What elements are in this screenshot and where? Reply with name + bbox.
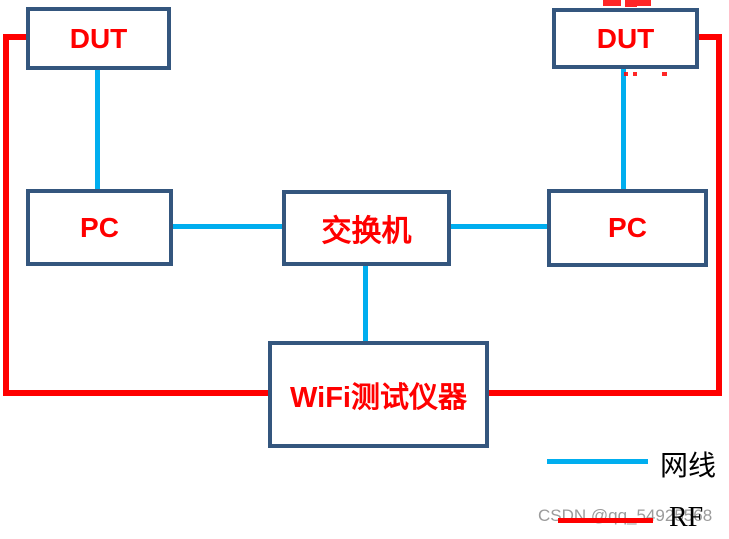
legend-lan-swatch: [547, 459, 648, 464]
node-dut-left-label: DUT: [69, 22, 128, 54]
watermark-fragment: [603, 0, 621, 6]
watermark-fragment: [633, 72, 637, 76]
legend-rf-label: RF线: [669, 502, 704, 533]
node-pc-left: PC: [26, 189, 173, 266]
lan-line-pcleft-switch: [172, 224, 282, 229]
watermark-fragment: [662, 72, 667, 76]
rf-line-left-top: [3, 34, 27, 40]
rf-line-right-top: [699, 34, 722, 40]
node-pc-right: PC: [547, 189, 708, 267]
rf-line-bottom-right: [488, 390, 722, 396]
node-pc-right-label: PC: [608, 212, 647, 243]
node-dut-right: DUT: [552, 8, 699, 69]
rf-line-bottom-left: [3, 390, 269, 396]
node-dut-right-label: DUT: [596, 22, 655, 54]
node-dut-left: DUT: [26, 7, 171, 70]
watermark-fragment: [637, 0, 651, 6]
lan-line-switch-wifitester: [363, 265, 368, 342]
lan-line-dutright-pcright: [621, 69, 626, 189]
legend-lan-label: 网线: [660, 451, 717, 482]
node-wifi-tester: WiFi测试仪器: [268, 341, 489, 448]
watermark-fragment: [625, 0, 637, 7]
node-switch: 交换机: [282, 190, 451, 266]
legend-rf-swatch: [558, 518, 653, 523]
rf-line-right-vertical: [716, 34, 722, 396]
rf-line-left-vertical: [3, 34, 9, 396]
node-switch-label: 交换机: [321, 215, 412, 248]
lan-line-dutleft-pcleft: [95, 69, 100, 190]
lan-line-switch-pcright: [450, 224, 547, 229]
node-pc-left-label: PC: [80, 211, 119, 243]
watermark-fragment: [624, 72, 628, 76]
node-wifi-tester-label: WiFi测试仪器: [290, 381, 467, 414]
